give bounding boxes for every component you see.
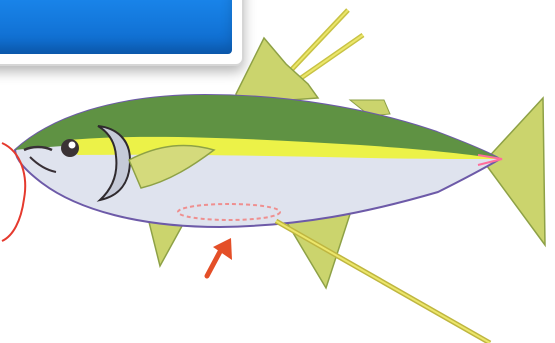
eye-highlight xyxy=(69,142,76,149)
tail-fin xyxy=(484,98,545,245)
dorsal-fin xyxy=(236,38,318,104)
fish-eye-icon xyxy=(61,139,79,157)
fish-body-icon xyxy=(15,38,545,288)
fishing-line-highlight xyxy=(276,221,490,343)
lower-fishing-line xyxy=(276,221,490,343)
